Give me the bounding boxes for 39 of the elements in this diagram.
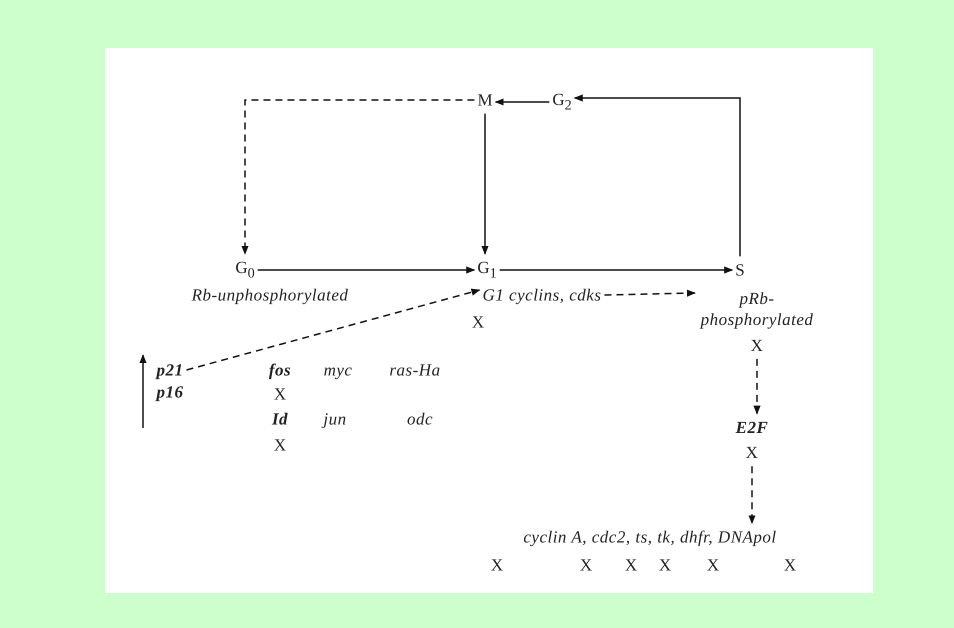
node-text: E2F	[736, 416, 768, 438]
arrow	[241, 99, 474, 255]
node-label: M	[477, 89, 493, 111]
node-label: G$_{2}$	[552, 88, 572, 116]
gene-label: Id	[272, 408, 288, 430]
gene-label: odc	[406, 408, 434, 430]
gene-label: X	[274, 434, 286, 456]
arrow	[186, 288, 480, 371]
node-label: Rb-unphosphorylated	[192, 284, 348, 306]
node-label: S	[735, 259, 745, 281]
x-mark: X	[580, 554, 592, 576]
gene-label: ras-Ha	[389, 359, 441, 381]
node-label: cyclin A, cdc2, ts, tk, dhfr, DNApol	[523, 526, 777, 548]
arrow	[604, 290, 696, 297]
x-mark: X	[750, 334, 764, 356]
gene-label: fos	[268, 359, 292, 381]
arrow	[574, 94, 741, 256]
x-mark: X	[658, 554, 672, 576]
arrow	[753, 358, 761, 415]
arrow	[258, 266, 476, 274]
x-mark: X	[706, 554, 720, 576]
arrow	[494, 98, 550, 106]
node-label: G$_{1}$	[477, 256, 497, 284]
node-label: G$_{0}$	[235, 256, 255, 284]
node-label: p21	[156, 359, 184, 381]
gene-label: jun	[323, 408, 347, 430]
x-mark: X	[490, 554, 504, 576]
arrow	[500, 266, 734, 274]
x-mark: X	[624, 554, 638, 576]
gene-label: myc	[324, 359, 352, 381]
x-mark: X	[472, 311, 484, 333]
arrow	[748, 466, 756, 524]
arrow	[481, 114, 489, 255]
node-text: pRb- phosphorylated	[698, 288, 814, 331]
node-label: G1 cyclins, cdks	[482, 284, 602, 306]
gene-label: X	[274, 383, 286, 405]
x-mark: X	[744, 442, 760, 464]
gene-label: p16	[156, 381, 184, 403]
x-mark: X	[784, 554, 796, 576]
